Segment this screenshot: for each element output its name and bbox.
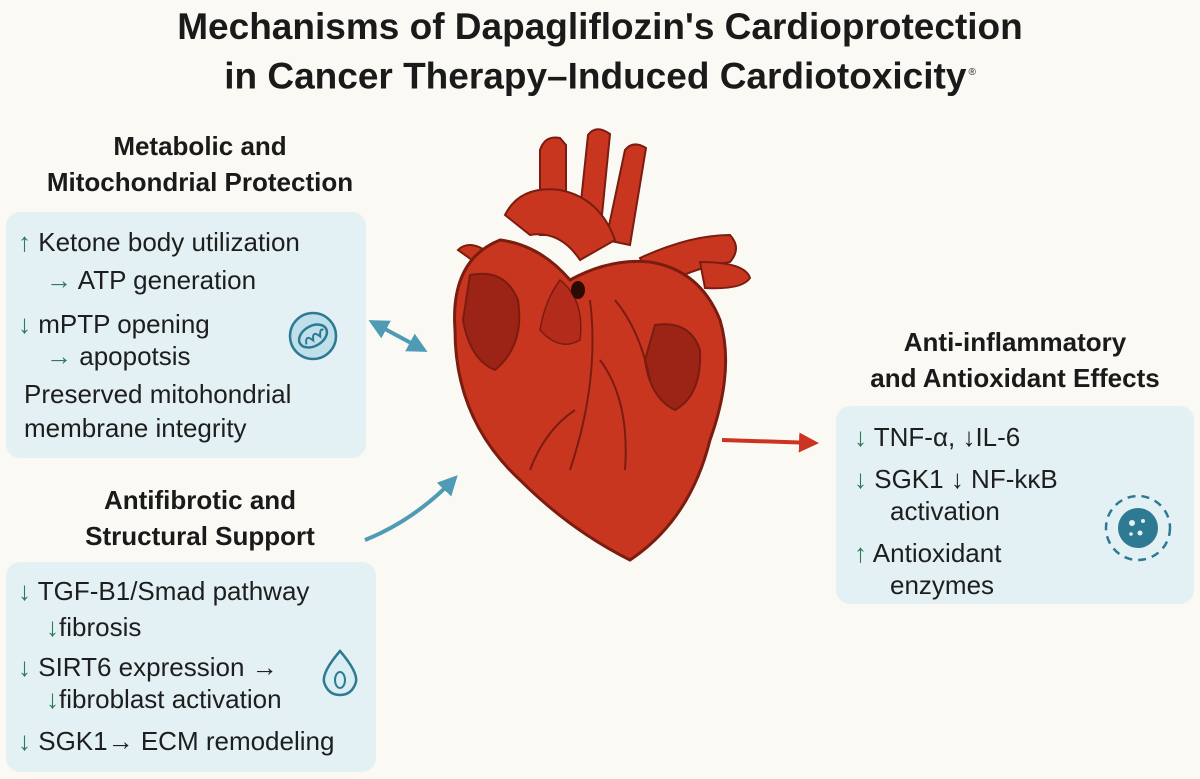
down-arrow-icon: ↓ bbox=[46, 684, 59, 714]
heading-metabolic-line-2: Mitochondrial Protection bbox=[46, 167, 354, 197]
metabolic-line-4-text: apopotsis bbox=[79, 341, 191, 371]
down-arrow-icon: ↓ bbox=[18, 309, 31, 339]
inflammatory-line-4-text: Antioxidant bbox=[872, 538, 1002, 568]
right-arrow-icon: → bbox=[46, 341, 72, 371]
antifibrotic-line-3-text: SIRT6 expression → bbox=[38, 652, 278, 682]
metabolic-line-3-text: mPTP opening bbox=[38, 309, 210, 339]
antifibrotic-line-1: ↓ TGF-B1/Smad pathway bbox=[18, 576, 309, 606]
metabolic-line-1-text: Ketone body utilization bbox=[38, 227, 300, 257]
antifibrotic-line-5: ↓ SGK1→ ECM remodeling bbox=[18, 726, 334, 756]
metabolic-line-6: membrane integrity bbox=[24, 413, 247, 443]
inflammatory-line-1: ↓ TNF-α, ↓IL-6 bbox=[854, 422, 1020, 452]
metabolic-line-2-text: ATP generation bbox=[77, 265, 257, 295]
panel-antifibrotic: ↓ TGF-B1/Smad pathway ↓fibrosis ↓ SIRT6 … bbox=[6, 562, 376, 772]
right-arrow-icon: → bbox=[46, 265, 72, 295]
down-arrow-icon: ↓ bbox=[18, 576, 31, 606]
inflammatory-line-1-text: TNF-α, ↓IL-6 bbox=[873, 422, 1021, 452]
heading-inflammatory: Anti-inflammatory and Antioxidant Effect… bbox=[830, 324, 1200, 396]
heading-metabolic-line-1: Metabolic and bbox=[113, 131, 287, 161]
metabolic-line-2: → ATP generation bbox=[46, 265, 256, 295]
antifibrotic-line-1-text: TGF-B1/Smad pathway bbox=[37, 576, 310, 606]
antifibrotic-line-3: ↓ SIRT6 expression → bbox=[18, 652, 278, 682]
up-arrow-icon: ↑ bbox=[854, 538, 867, 568]
panel-inflammatory: ↓ TNF-α, ↓IL-6 ↓ SGK1 ↓ NF-kκB activatio… bbox=[836, 406, 1194, 604]
connector-inflammatory bbox=[721, 432, 819, 453]
metabolic-line-3: ↓ mPTP opening bbox=[18, 309, 210, 339]
title-line-2-text: in Cancer Therapy–Induced Cardiotoxicity bbox=[224, 55, 967, 97]
antifibrotic-line-2-text: fibrosis bbox=[59, 612, 142, 642]
inflammatory-line-2-text: SGK1 ↓ NF-kκB bbox=[874, 464, 1058, 494]
heading-antifibrotic-line-1: Antifibrotic and bbox=[103, 485, 297, 515]
heading-inflammatory-line-1: Anti-inflammatory bbox=[903, 327, 1127, 357]
heading-antifibrotic: Antifibrotic and Structural Support bbox=[40, 482, 360, 554]
heading-metabolic: Metabolic and Mitochondrial Protection bbox=[40, 128, 360, 200]
inflammatory-line-5: enzymes bbox=[890, 570, 995, 600]
title-line-2: in Cancer Therapy–Induced Cardiotoxicity… bbox=[0, 50, 1200, 99]
metabolic-line-1: ↑ Ketone body utilization bbox=[18, 227, 300, 257]
down-arrow-icon: ↓ bbox=[854, 464, 867, 494]
antifibrotic-line-2: ↓fibrosis bbox=[46, 612, 141, 642]
anatomical-heart-icon bbox=[453, 128, 752, 562]
inflammatory-line-3: activation bbox=[890, 496, 1000, 526]
down-arrow-icon: ↓ bbox=[18, 652, 31, 682]
diagram-title: Mechanisms of Dapagliflozin's Cardioprot… bbox=[0, 4, 1200, 99]
down-arrow-icon: ↓ bbox=[854, 422, 867, 452]
heading-antifibrotic-line-2: Structural Support bbox=[85, 521, 315, 551]
panel-metabolic: ↑ Ketone body utilization → ATP generati… bbox=[6, 212, 366, 458]
cell-dots-icon bbox=[1104, 494, 1172, 562]
up-arrow-icon: ↑ bbox=[18, 227, 31, 257]
down-arrow-icon: ↓ bbox=[46, 612, 59, 642]
fibroblast-cell-icon bbox=[322, 649, 358, 697]
metabolic-line-5: Preserved mitohondrial bbox=[24, 379, 292, 409]
inflammatory-line-2: ↓ SGK1 ↓ NF-kκB bbox=[854, 464, 1058, 494]
connector-metabolic bbox=[368, 320, 428, 352]
connector-antifibrotic bbox=[364, 475, 458, 542]
antifibrotic-line-5-text: SGK1→ ECM remodeling bbox=[38, 726, 335, 756]
title-mark: ® bbox=[968, 67, 976, 78]
antifibrotic-line-4-text: fibroblast activation bbox=[59, 684, 282, 714]
antifibrotic-line-4: ↓fibroblast activation bbox=[46, 684, 282, 714]
inflammatory-line-4: ↑ Antioxidant bbox=[854, 538, 1001, 568]
down-arrow-icon: ↓ bbox=[18, 726, 31, 756]
heading-inflammatory-line-2: and Antioxidant Effects bbox=[870, 363, 1160, 393]
metabolic-line-4: → apopotsis bbox=[46, 341, 191, 371]
title-line-1: Mechanisms of Dapagliflozin's Cardioprot… bbox=[177, 6, 1023, 47]
mitochondria-icon bbox=[288, 311, 338, 361]
